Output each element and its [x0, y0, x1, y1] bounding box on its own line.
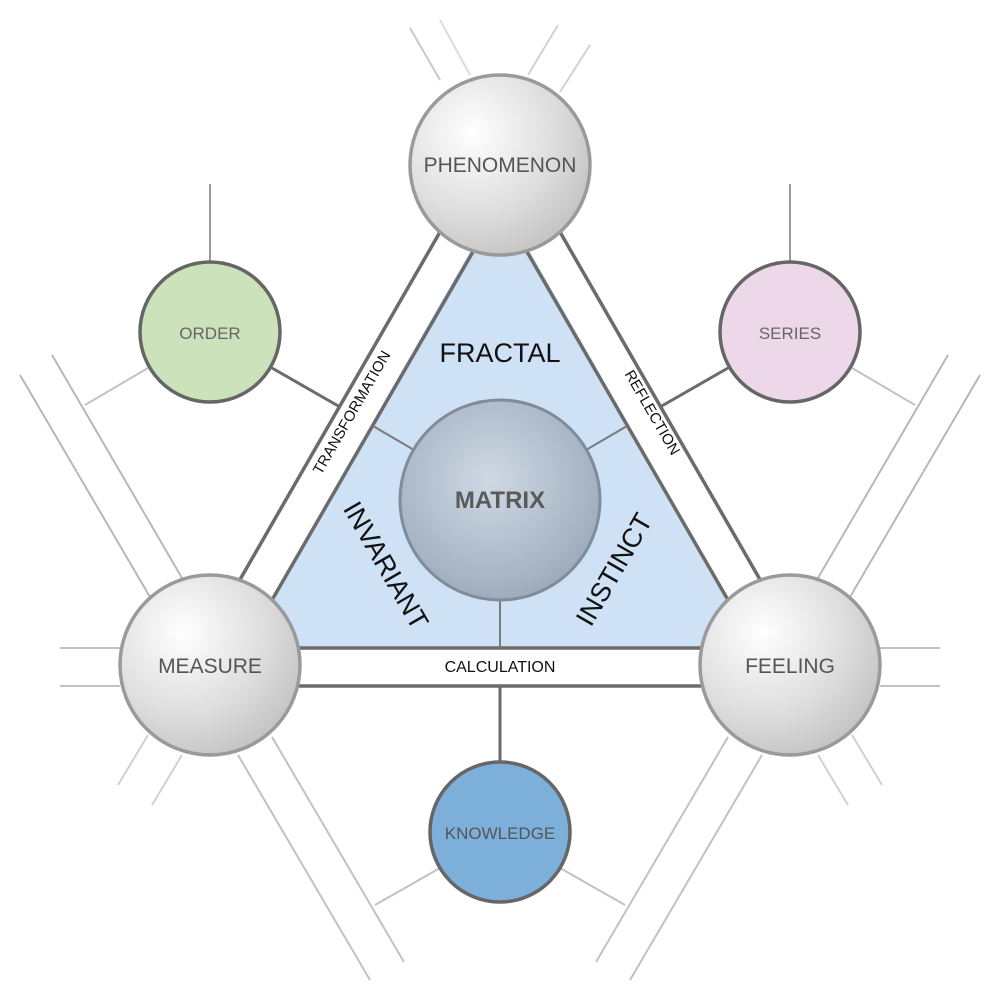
node-order-label: ORDER: [179, 324, 240, 343]
node-matrix-label: MATRIX: [455, 487, 545, 514]
node-knowledge-label: KNOWLEDGE: [445, 824, 556, 843]
satellite-connectors: [271, 366, 729, 762]
node-matrix[interactable]: MATRIX: [398, 398, 602, 602]
region-label-fractal: FRACTAL: [439, 338, 560, 368]
ray: [439, 19, 471, 76]
node-feeling-label: FEELING: [745, 655, 835, 678]
node-feeling[interactable]: FEELING: [698, 573, 882, 757]
node-phenomenon[interactable]: PHENOMENON: [408, 73, 592, 257]
edge-label-calculation: CALCULATION: [445, 659, 556, 676]
node-order[interactable]: ORDER: [138, 260, 282, 404]
node-knowledge[interactable]: KNOWLEDGE: [428, 760, 572, 904]
node-series-label: SERIES: [759, 324, 821, 343]
node-measure[interactable]: MEASURE: [118, 573, 302, 757]
node-series[interactable]: SERIES: [718, 260, 862, 404]
node-phenomenon-label: PHENOMENON: [424, 154, 577, 177]
background-rays: [19, 19, 981, 981]
matrix-spokes: [372, 425, 628, 648]
node-measure-label: MEASURE: [158, 655, 262, 678]
